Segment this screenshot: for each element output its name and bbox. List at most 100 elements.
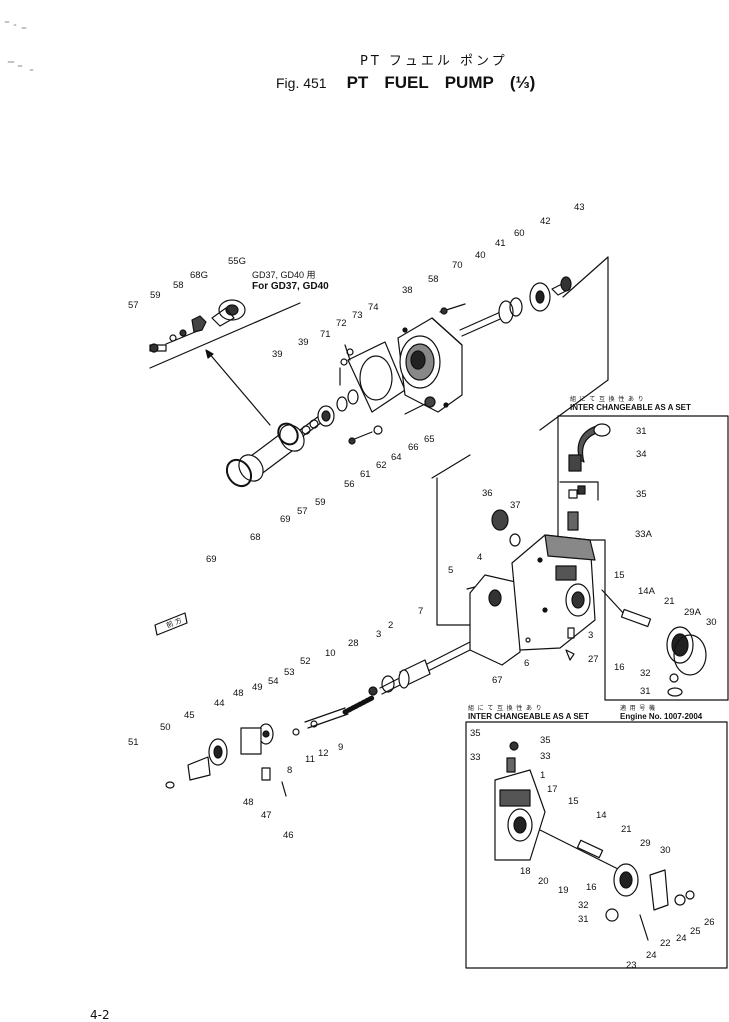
gd-model-note: GD37, GD40 用 For GD37, GD40 [252, 268, 329, 292]
callout: 34 [636, 449, 647, 460]
callout: 31 [636, 426, 647, 437]
callout: 67 [492, 675, 503, 686]
callout: 33 [540, 751, 551, 762]
callout: 53 [284, 667, 295, 678]
callout: 40 [475, 250, 486, 261]
callout: 29 [640, 838, 651, 849]
gd-model-note-jp: GD37, GD40 用 [252, 270, 316, 280]
callout: 15 [568, 796, 579, 807]
callout-labels: 57 59 58 68G 55G 38 58 70 40 41 60 42 43… [128, 202, 717, 971]
callout: 64 [391, 452, 402, 463]
callout: 14 [596, 810, 607, 821]
callout: 68 [250, 532, 261, 543]
callout: 44 [214, 698, 225, 709]
callout: 59 [315, 497, 326, 508]
callout: 16 [614, 662, 625, 673]
callout: 61 [360, 469, 371, 480]
callout: 23 [626, 960, 637, 971]
callout: 41 [495, 238, 506, 249]
callout: 42 [540, 216, 551, 227]
callout: 68G [190, 270, 208, 281]
drive-shaft-assembly [459, 276, 572, 337]
leader-line [431, 454, 471, 479]
callout: 29A [684, 607, 702, 618]
title-word-pt: PT [346, 73, 369, 92]
shaft-washers [299, 389, 359, 437]
figure-number: Fig. 451 [276, 75, 327, 91]
front-direction-arrow-icon [154, 612, 188, 636]
callout: 5 [448, 565, 453, 576]
callout: 38 [402, 285, 413, 296]
callout: 52 [300, 656, 311, 667]
callout: 27 [588, 654, 599, 665]
callout: 58 [173, 280, 184, 291]
callout: 47 [261, 810, 272, 821]
callout: 18 [520, 866, 531, 877]
callout: 65 [424, 434, 435, 445]
callout: 30 [660, 845, 671, 856]
gd-model-part-group [149, 299, 301, 369]
callout: 10 [325, 648, 336, 659]
callout: 55G [228, 256, 246, 267]
callout: 49 [252, 682, 263, 693]
callout: 39 [298, 337, 309, 348]
callout: 1 [540, 770, 545, 781]
callout: 21 [664, 596, 675, 607]
callout: 57 [128, 300, 139, 311]
callout: 22 [660, 938, 671, 949]
interchangeable-set-label-2: 組 に て 互 換 性 あ り INTER CHANGEABLE AS A SE… [468, 703, 589, 721]
callout: 66 [408, 442, 419, 453]
callout: 69 [280, 514, 291, 525]
callout: 48 [243, 797, 254, 808]
callout: 15 [614, 570, 625, 581]
set-box-2-parts [494, 741, 695, 941]
callout: 28 [348, 638, 359, 649]
leader-line [539, 379, 609, 431]
callout: 59 [150, 290, 161, 301]
fuel-pump-body [466, 509, 596, 666]
callout: 17 [547, 784, 558, 795]
callout: 7 [418, 606, 423, 617]
callout: 9 [338, 742, 343, 753]
callout: 72 [336, 318, 347, 329]
callout: 46 [283, 830, 294, 841]
callout: 31 [578, 914, 589, 925]
callout: 74 [368, 302, 379, 313]
callout: 48 [233, 688, 244, 699]
callout: 24 [646, 950, 657, 961]
engine-number-label-en: Engine No. 1007-2004 [620, 712, 703, 721]
callout: 39 [272, 349, 283, 360]
callout: 12 [318, 748, 329, 759]
gasket-74 [339, 341, 406, 413]
callout: 51 [128, 737, 139, 748]
callout: 73 [352, 310, 363, 321]
interchangeable-set-label-1-jp: 組 に て 互 換 性 あ り [570, 397, 645, 403]
title-japanese: PT フュエル ポンプ [360, 54, 508, 69]
gd-model-note-en: For GD37, GD40 [252, 281, 329, 292]
callout: 21 [621, 824, 632, 835]
callout: 43 [574, 202, 585, 213]
interchangeable-set-box-2 [465, 721, 728, 969]
callout: 35 [470, 728, 481, 739]
callout: 71 [320, 329, 331, 340]
callout: 50 [160, 722, 171, 733]
callout: 31 [640, 686, 651, 697]
callout: 30 [706, 617, 717, 628]
callout: 3 [376, 629, 381, 640]
interchangeable-set-label-2-jp: 組 に て 互 換 性 あ り [468, 706, 543, 712]
interchangeable-set-label-2-en: INTER CHANGEABLE AS A SET [468, 712, 589, 721]
callout: 4 [477, 552, 482, 563]
engine-number-label: 適 用 号 機 Engine No. 1007-2004 [620, 703, 702, 721]
callout: 16 [586, 882, 597, 893]
callout: 33 [470, 752, 481, 763]
callout: 70 [452, 260, 463, 271]
title-sheet-fraction: (⅓) [509, 73, 536, 92]
page-number: 4-2 [90, 1008, 110, 1022]
callout: 62 [376, 460, 387, 471]
callout: 25 [690, 926, 701, 937]
callout: 20 [538, 876, 549, 887]
callout: 54 [268, 676, 279, 687]
callout: 26 [704, 917, 715, 928]
reference-arrow [207, 351, 271, 426]
